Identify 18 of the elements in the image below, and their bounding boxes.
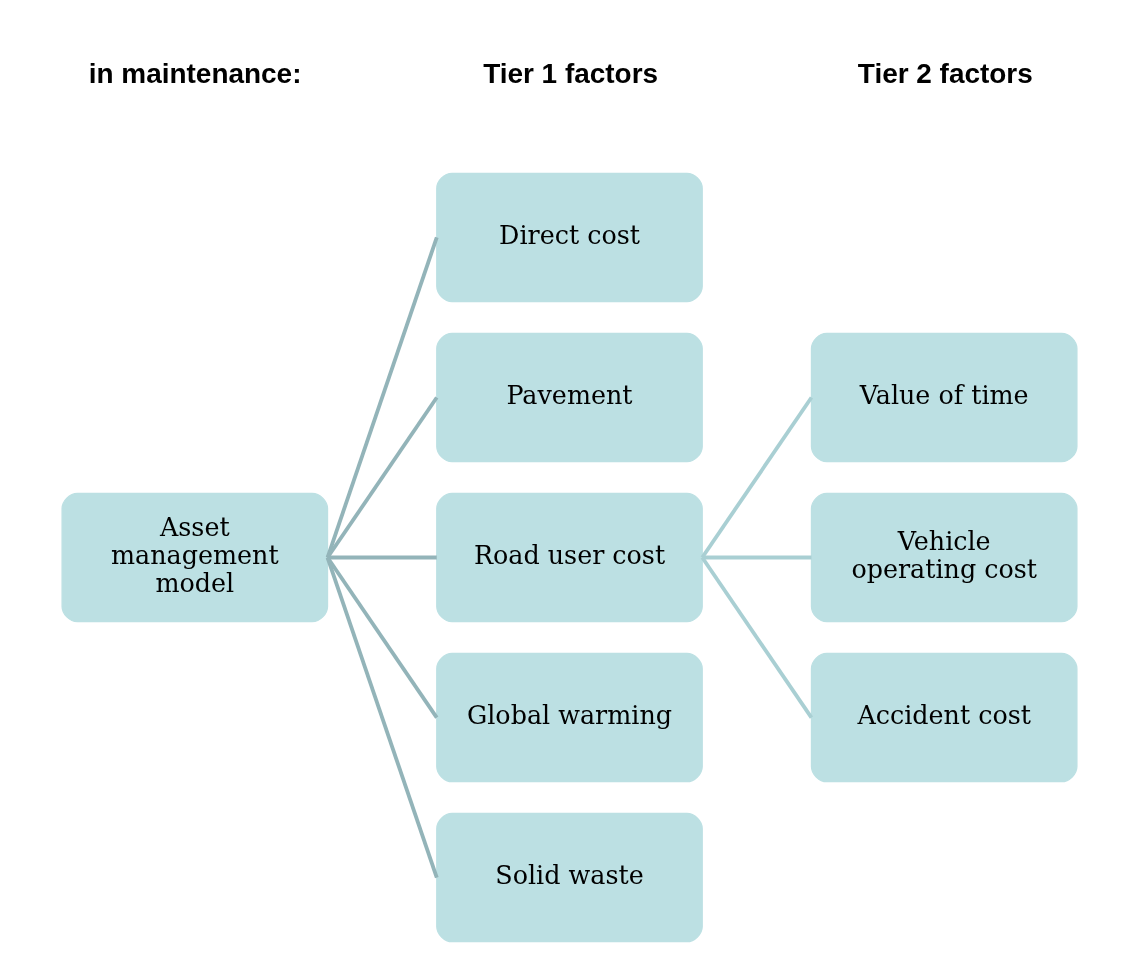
connector bbox=[327, 555, 437, 560]
node-box: Road user cost bbox=[436, 492, 703, 623]
label: Tier 2 factors bbox=[857, 58, 1033, 90]
node-box: Value of time bbox=[810, 332, 1078, 463]
connector bbox=[325, 236, 439, 559]
connector bbox=[325, 556, 439, 879]
node-box: Asset management model bbox=[61, 492, 329, 623]
connector bbox=[700, 556, 814, 719]
node-box: Global warming bbox=[436, 652, 703, 783]
label: in maintenance: bbox=[88, 58, 302, 90]
node-box: Solid waste bbox=[436, 812, 703, 943]
node-box: Vehicle operating cost bbox=[810, 492, 1078, 623]
node-box: Accident cost bbox=[810, 652, 1078, 783]
label: Tier 1 factors bbox=[483, 58, 659, 90]
connector bbox=[700, 396, 814, 559]
connector bbox=[702, 555, 812, 560]
node-box: Pavement bbox=[436, 332, 703, 463]
node-box: Direct cost bbox=[436, 172, 703, 303]
